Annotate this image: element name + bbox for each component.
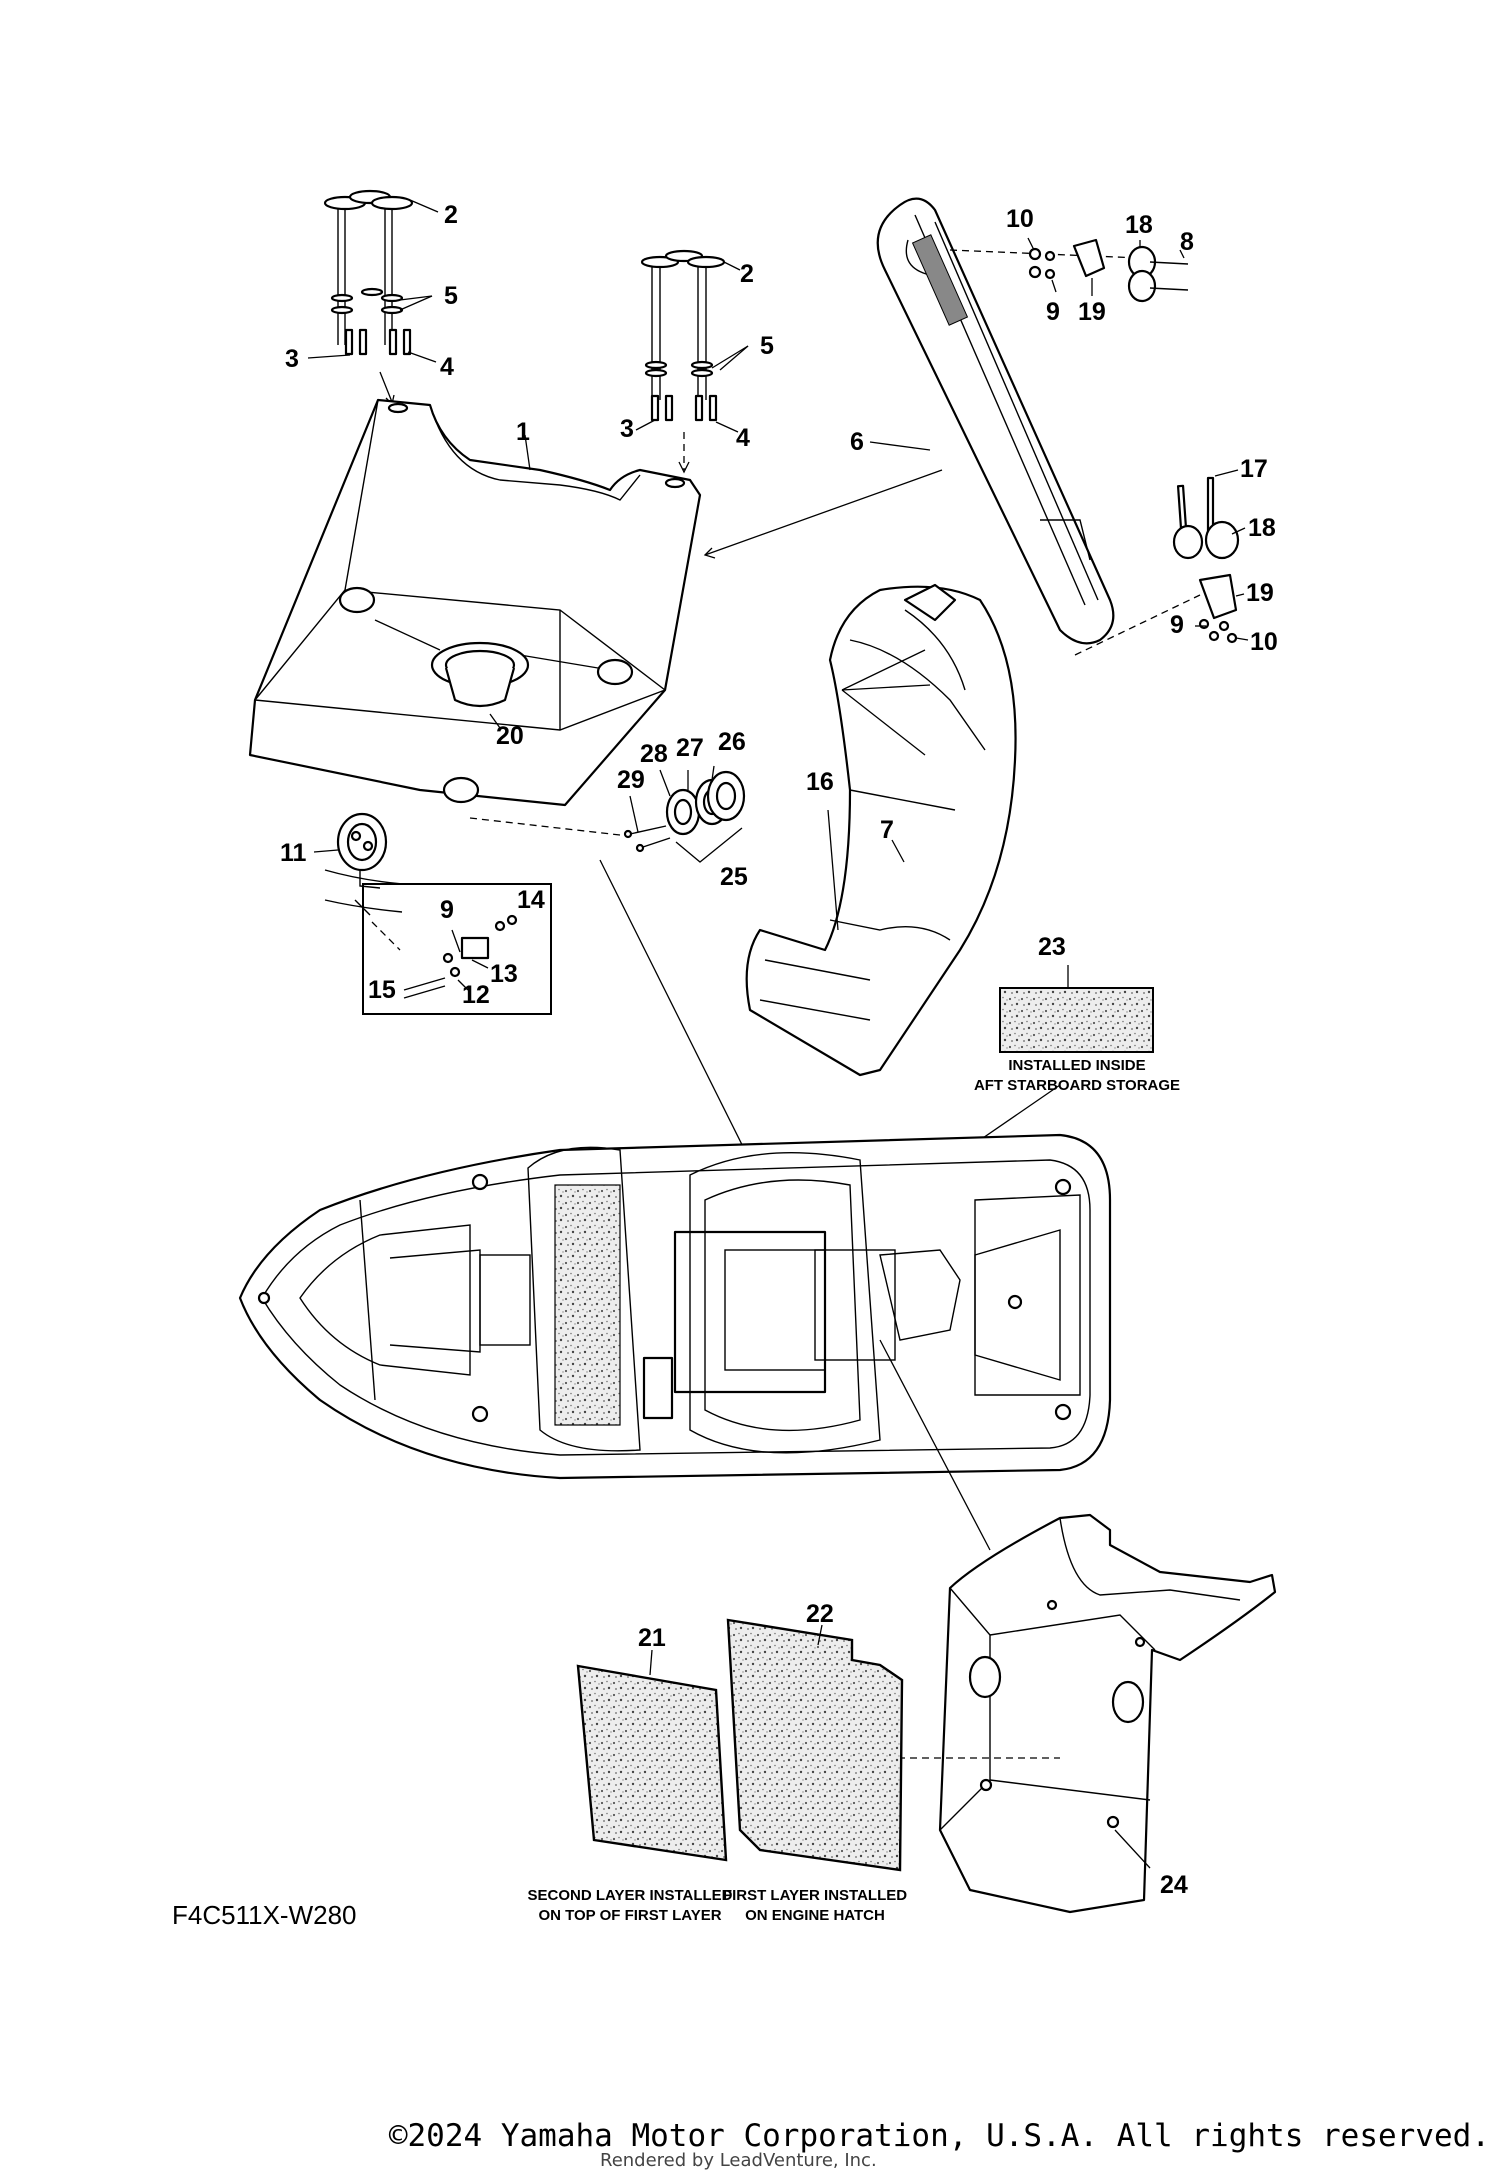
- rendered-by-text: Rendered by LeadVenture, Inc.: [600, 2150, 877, 2171]
- diagram-code: F4C511X-W280: [172, 1900, 357, 1930]
- callout-15: 15: [368, 976, 396, 1004]
- callout-9: 9: [440, 896, 454, 924]
- callout-18: 18: [1248, 514, 1276, 542]
- callout-23: 23: [1038, 933, 1066, 961]
- note-23-line1: INSTALLED INSIDE: [1008, 1057, 1145, 1074]
- callout-10: 10: [1006, 205, 1034, 233]
- callout-19: 19: [1078, 298, 1106, 326]
- callout-7: 7: [880, 816, 894, 844]
- copyright-text: ©2024 Yamaha Motor Corporation, U.S.A. A…: [388, 2118, 1490, 2154]
- callout-12: 12: [462, 981, 490, 1009]
- callout-2: 2: [740, 260, 754, 288]
- callout-16: 16: [806, 768, 834, 796]
- callout-3: 3: [285, 345, 299, 373]
- cup-holder: [430, 641, 530, 729]
- callout-20: 20: [496, 722, 524, 750]
- seat-console: [248, 398, 702, 807]
- top-bracket: [949, 237, 1189, 303]
- mat-21: [576, 1649, 728, 1862]
- note-23-line2: AFT STARBOARD STORAGE: [974, 1077, 1180, 1094]
- callout-19: 19: [1246, 579, 1274, 607]
- callout-4: 4: [736, 424, 750, 452]
- fastener-set-b: [635, 249, 749, 474]
- callout-6: 6: [850, 428, 864, 456]
- callout-25: 25: [720, 863, 748, 891]
- drain-fitting-group: [469, 765, 746, 863]
- callout-21: 21: [638, 1624, 666, 1652]
- note-22-line1: FIRST LAYER INSTALLED: [723, 1887, 907, 1904]
- callout-4: 4: [440, 353, 454, 381]
- installation-notes: INSTALLED INSIDE AFT STARBOARD STORAGE S…: [527, 1057, 1180, 1924]
- callout-1: 1: [516, 418, 530, 446]
- callout-11: 11: [280, 839, 307, 867]
- engine-hatch: [898, 1513, 1277, 1914]
- callout-14: 14: [517, 886, 545, 914]
- note-22-line2: ON ENGINE HATCH: [745, 1907, 885, 1924]
- callout-28: 28: [640, 740, 668, 768]
- callout-3: 3: [620, 415, 634, 443]
- detail-box: [362, 883, 552, 1015]
- boat-hull-topview: [238, 1133, 1112, 1551]
- callout-24: 24: [1160, 1871, 1188, 1899]
- bow-seat-shell: [599, 583, 1017, 1286]
- callout-17: 17: [1240, 455, 1268, 483]
- callout-22: 22: [806, 1600, 834, 1628]
- callout-18: 18: [1125, 211, 1153, 239]
- callout-29: 29: [617, 766, 645, 794]
- callout-10: 10: [1250, 628, 1278, 656]
- mat-22: [726, 1618, 904, 1872]
- callout-5: 5: [444, 282, 458, 310]
- callout-13: 13: [490, 960, 518, 988]
- note-21-line1: SECOND LAYER INSTALLED: [527, 1887, 732, 1904]
- note-21-line2: ON TOP OF FIRST LAYER: [538, 1907, 721, 1924]
- lower-bracket: [1074, 469, 1249, 656]
- handrail: [869, 197, 1115, 645]
- horn-fitting: [313, 812, 403, 951]
- callout-8: 8: [1180, 228, 1194, 256]
- callout-labels: 2 5 3 4 2 5 3 4 1 6 10 18 8 9 19 17 18 1…: [280, 201, 1278, 1899]
- fastener-set-a: [307, 189, 439, 406]
- callout-26: 26: [718, 728, 746, 756]
- seat-console-leaders: [374, 434, 943, 669]
- callout-2: 2: [444, 201, 458, 229]
- callout-9: 9: [1170, 611, 1184, 639]
- callout-5: 5: [760, 332, 774, 360]
- callout-9: 9: [1046, 298, 1060, 326]
- callout-27: 27: [676, 734, 704, 762]
